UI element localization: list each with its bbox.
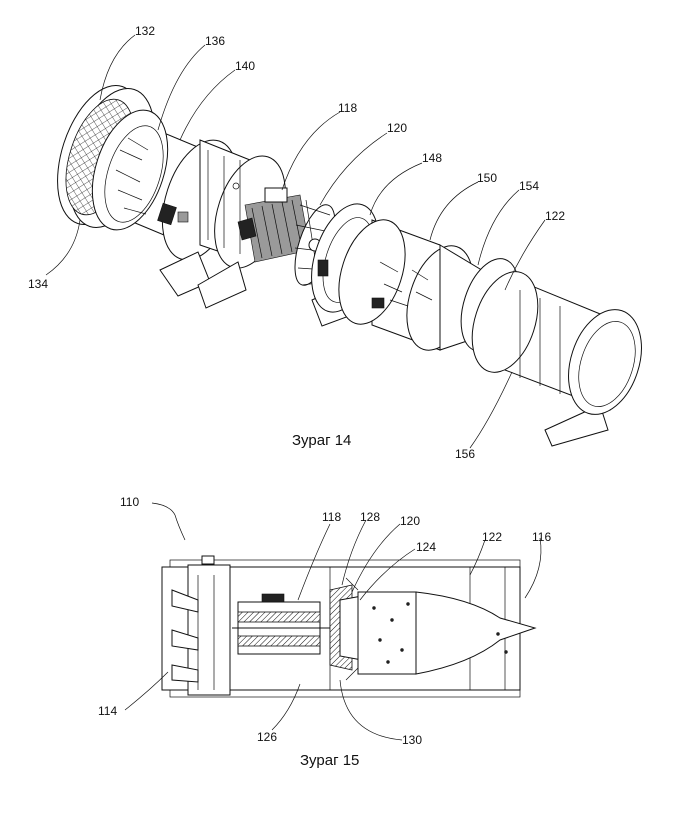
label-136: 136 bbox=[205, 34, 225, 48]
label-122b: 122 bbox=[482, 530, 502, 544]
leader-150 bbox=[430, 182, 478, 240]
figure-14-exploded-view: 132 136 140 118 120 148 150 154 122 134 … bbox=[28, 24, 654, 461]
label-132: 132 bbox=[135, 24, 155, 38]
leader-110 bbox=[152, 503, 185, 540]
label-124: 124 bbox=[416, 540, 436, 554]
label-148: 148 bbox=[422, 151, 442, 165]
label-120: 120 bbox=[387, 121, 407, 135]
label-140: 140 bbox=[235, 59, 255, 73]
leader-156 bbox=[470, 372, 512, 448]
label-126: 126 bbox=[257, 730, 277, 744]
label-122: 122 bbox=[545, 209, 565, 223]
figure-15-caption: Зураг 15 bbox=[300, 752, 359, 769]
leader-148 bbox=[370, 163, 422, 215]
leader-134 bbox=[46, 220, 80, 275]
figure-14-caption: Зураг 14 bbox=[292, 432, 351, 449]
leader-120 bbox=[320, 133, 387, 205]
figure-15-section-view: 110 118 128 120 124 122 116 114 126 130 … bbox=[98, 495, 551, 769]
label-128: 128 bbox=[360, 510, 380, 524]
label-110: 110 bbox=[120, 495, 139, 509]
leader-154 bbox=[478, 190, 519, 265]
label-154: 154 bbox=[519, 179, 539, 193]
label-116: 116 bbox=[532, 530, 551, 544]
label-120b: 120 bbox=[400, 514, 420, 528]
label-118: 118 bbox=[338, 101, 357, 115]
leader-126 bbox=[272, 684, 300, 730]
leader-118 bbox=[282, 112, 340, 190]
label-114: 114 bbox=[98, 704, 117, 718]
leader-116 bbox=[525, 538, 541, 598]
label-156: 156 bbox=[455, 447, 475, 461]
leader-140 bbox=[180, 70, 235, 140]
label-130: 130 bbox=[402, 733, 422, 747]
label-150: 150 bbox=[477, 171, 497, 185]
label-118b: 118 bbox=[322, 510, 341, 524]
outlet-drum bbox=[460, 263, 654, 424]
label-134: 134 bbox=[28, 277, 48, 291]
leader-136 bbox=[158, 45, 205, 130]
